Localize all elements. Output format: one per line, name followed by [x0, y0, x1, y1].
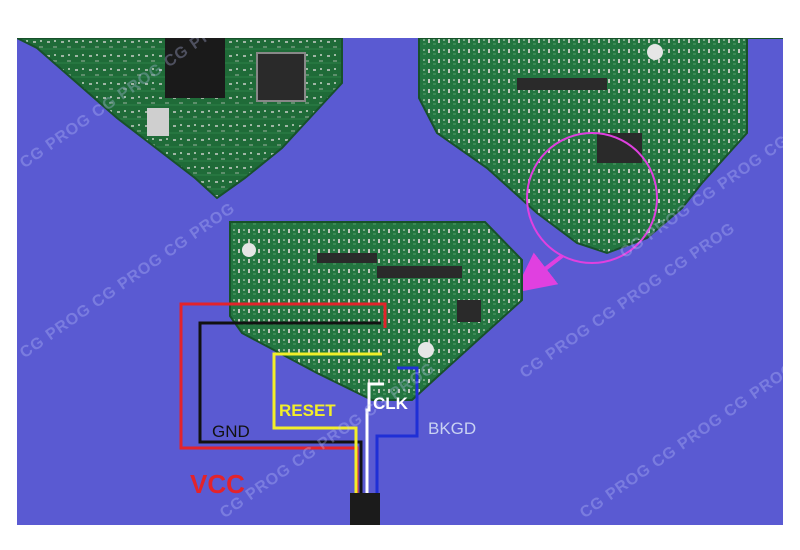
vcc-label: VCC: [190, 469, 245, 499]
chip-row: [517, 78, 607, 90]
gnd-label: GND: [212, 422, 250, 441]
mounting-hole: [242, 243, 256, 257]
bkgd-wire: [375, 366, 419, 508]
chip-row: [317, 253, 377, 263]
pointer-arrow: [514, 252, 564, 293]
reset-wire: [272, 352, 382, 508]
mounting-hole: [647, 44, 663, 60]
clk-wire: [365, 382, 384, 508]
regulator-component: [147, 108, 169, 136]
diagram-panel: CG PROG CG PROG CG PROG CG PROG CG PROG …: [17, 38, 783, 525]
bkgd-label: BKGD: [428, 419, 477, 438]
clk-label: CLK: [373, 394, 408, 413]
reset-label: RESET: [279, 401, 336, 420]
chip-component: [597, 133, 642, 163]
mounting-hole: [418, 342, 434, 358]
diagram-canvas: [17, 38, 783, 525]
connector-block: [165, 38, 225, 98]
pcb-top-left: [17, 38, 343, 200]
cable-connector: [350, 493, 380, 525]
chip-row: [377, 266, 462, 278]
chip-component: [457, 300, 481, 322]
pcb-top-right: [418, 38, 783, 255]
gnd-wire: [198, 321, 381, 508]
microcontroller-chip: [256, 52, 306, 102]
highlight-circle: [526, 132, 658, 264]
